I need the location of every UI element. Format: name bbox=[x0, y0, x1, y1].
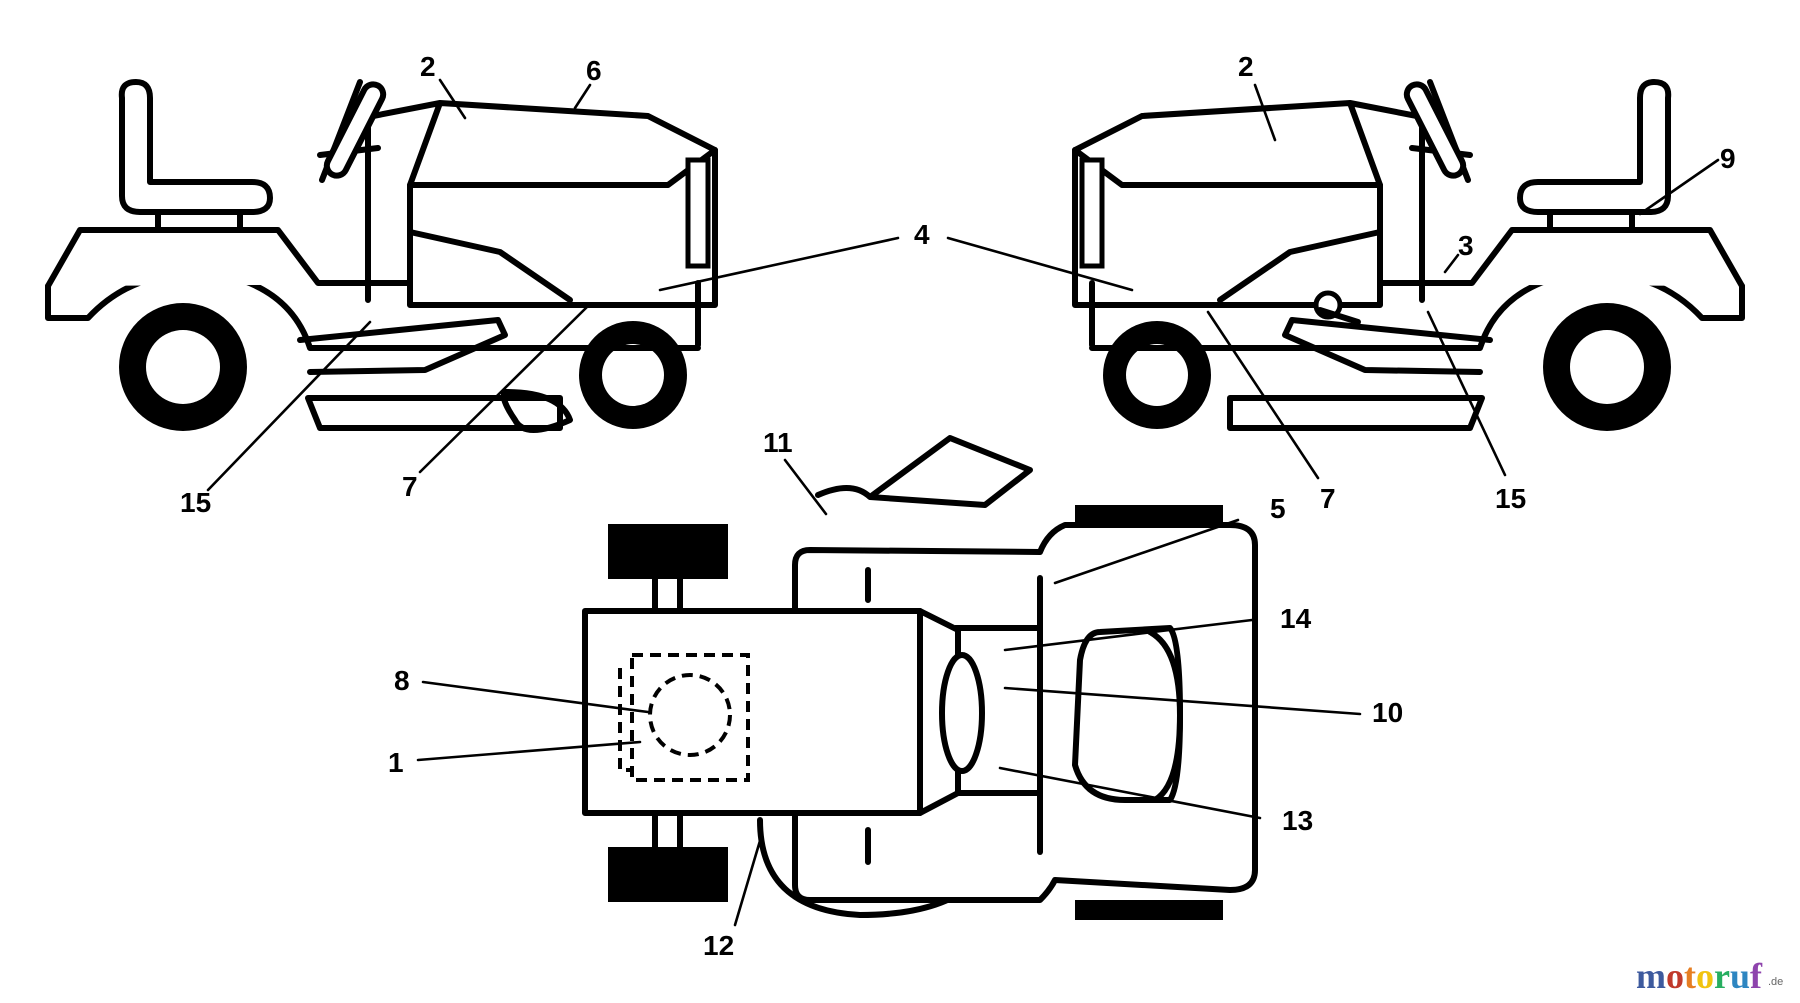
svg-text:motoruf: motoruf bbox=[1636, 956, 1763, 996]
callout-8: 8 bbox=[394, 665, 410, 696]
callout-14: 14 bbox=[1280, 603, 1312, 634]
tractor-left-view bbox=[45, 79, 718, 433]
callout-4: 4 bbox=[914, 219, 930, 250]
callout-12: 12 bbox=[703, 930, 734, 961]
callout-numbers: 2 6 4 15 7 2 9 3 7 15 11 5 14 8 10 1 13 … bbox=[180, 51, 1736, 961]
tractor-top-view bbox=[582, 435, 1258, 920]
callout-15-right: 15 bbox=[1495, 483, 1526, 514]
hood-left bbox=[407, 147, 718, 308]
discharge-chute bbox=[815, 435, 1033, 508]
callout-3: 3 bbox=[1458, 230, 1474, 261]
watermark-suffix: .de bbox=[1768, 976, 1783, 988]
callout-7-left: 7 bbox=[402, 471, 418, 502]
callout-1: 1 bbox=[388, 747, 404, 778]
seat-left bbox=[118, 79, 273, 215]
callout-6: 6 bbox=[586, 55, 602, 86]
callout-7-right: 7 bbox=[1320, 483, 1336, 514]
callout-5: 5 bbox=[1270, 493, 1286, 524]
tractor-right-view bbox=[1072, 79, 1745, 431]
callout-11: 11 bbox=[763, 427, 793, 458]
leader-lines bbox=[206, 78, 1720, 927]
callout-2-right: 2 bbox=[1238, 51, 1254, 82]
callout-9: 9 bbox=[1720, 143, 1736, 174]
watermark-logo: motoruf .de bbox=[1636, 956, 1783, 996]
callout-13: 13 bbox=[1282, 805, 1313, 836]
rear-body-top bbox=[582, 608, 923, 816]
callout-15-left: 15 bbox=[180, 487, 211, 518]
rear-tire-bottom bbox=[608, 847, 728, 902]
rear-tire-top bbox=[608, 524, 728, 579]
mower-deck-left bbox=[305, 395, 563, 431]
callout-10: 10 bbox=[1372, 697, 1403, 728]
callout-2-left: 2 bbox=[420, 51, 436, 82]
